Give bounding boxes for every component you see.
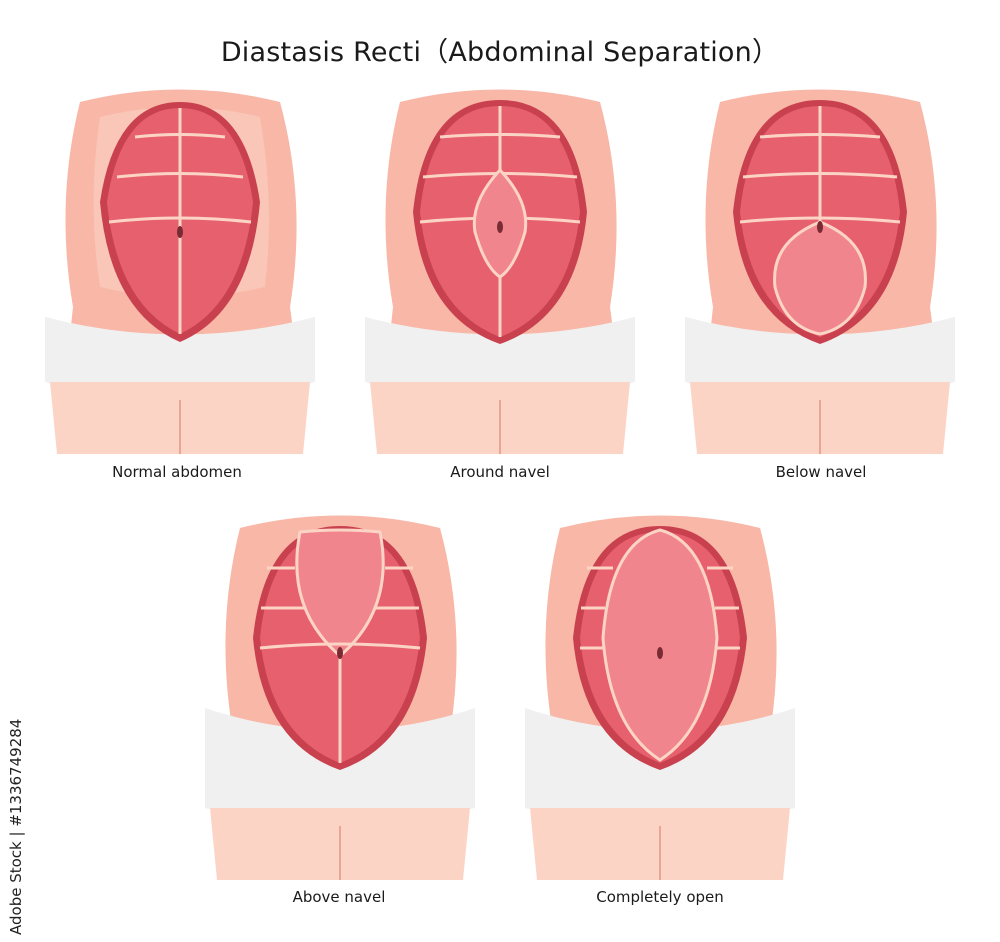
caption-completely-open: Completely open <box>596 888 724 906</box>
above-navel-illustration <box>205 515 475 880</box>
figure-above-navel <box>205 508 475 880</box>
caption-around-navel: Around navel <box>450 463 550 481</box>
completely-open-illustration <box>525 515 795 880</box>
below-navel-illustration <box>685 89 955 454</box>
stock-id-text: Adobe Stock | #1336749284 <box>7 719 25 935</box>
caption-normal-abdomen: Normal abdomen <box>112 463 242 481</box>
normal-abdomen-illustration <box>45 89 315 454</box>
figure-normal-abdomen <box>45 82 315 454</box>
figure-below-navel <box>685 82 955 454</box>
stock-watermark: Adobe Stock | #1336749284 <box>2 690 28 935</box>
around-navel-illustration <box>365 89 635 454</box>
figure-around-navel <box>365 82 635 454</box>
caption-below-navel: Below navel <box>775 463 867 481</box>
figure-completely-open <box>525 508 795 880</box>
diagram-title: Diastasis Recti（Abdominal Separation） <box>220 37 780 68</box>
caption-above-navel: Above navel <box>292 888 386 906</box>
